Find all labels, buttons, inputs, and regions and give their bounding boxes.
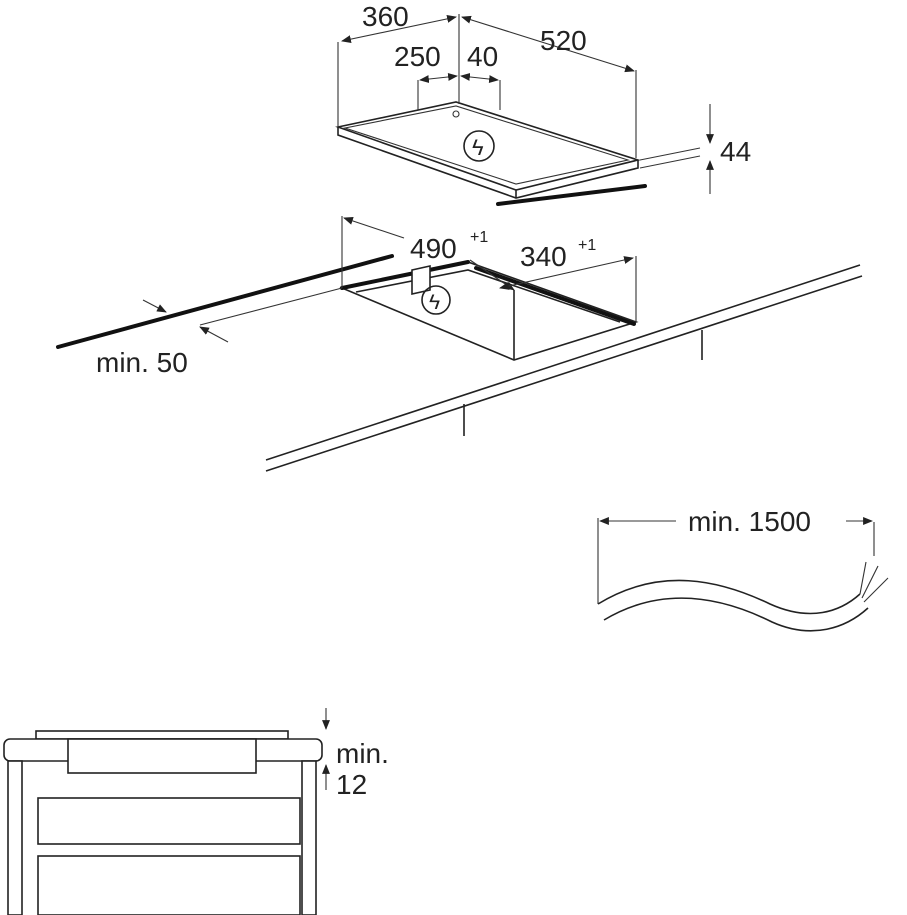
cutout-width-tolerance: +1 [470, 229, 488, 246]
cutout-back-edge [340, 260, 470, 290]
worktop-back-edge [56, 254, 394, 349]
side-cabinet-left [7, 760, 23, 915]
hob-drawing: ϟ [335, 101, 647, 206]
hob-glass-edge [342, 105, 631, 185]
hob-top-surface [335, 101, 641, 191]
hob-dimensions: 360 520 250 40 44 [337, 1, 751, 194]
depth-dim-line [341, 14, 457, 44]
hob-depth-label: 360 [362, 1, 409, 32]
cutout-power-symbol-circle [421, 285, 451, 315]
cutout-inner-edge [355, 269, 621, 323]
cutout-dimensions: 490 +1 340 +1 min. 50 [96, 216, 637, 378]
hob-power-symbol-circle [463, 130, 495, 162]
connector-dim-line [460, 73, 499, 83]
front-clearance-arrow-back [142, 299, 167, 313]
height-ext-top [639, 147, 701, 161]
cutout-connector-box [411, 265, 431, 295]
hob-height-label: 44 [720, 136, 751, 167]
side-hob-glass [35, 730, 289, 740]
connector-point [452, 110, 460, 118]
cutout-power-symbol: ϟ [429, 291, 440, 314]
hob-offset-label: 250 [394, 41, 441, 72]
side-drawer-2 [37, 855, 301, 915]
side-hob-body [67, 738, 257, 774]
worktop-front-top [265, 264, 861, 461]
height-ext-bottom [639, 155, 701, 169]
width-dim-line [461, 15, 635, 73]
cable-wire-3 [863, 577, 889, 603]
side-clearance-label-line2: 12 [336, 769, 367, 800]
hob-width-label: 520 [540, 25, 587, 56]
cable-lower-line [603, 597, 869, 632]
hob-base-edge [496, 184, 647, 206]
cable-length-label: min. 1500 [688, 506, 811, 537]
front-clearance-label: min. 50 [96, 347, 188, 378]
cutout-width-dim-left [343, 217, 405, 239]
side-clearance-label-line1: min. [336, 738, 389, 769]
hob-power-symbol: ϟ [472, 135, 484, 160]
cable-drawing: min. 1500 [597, 506, 889, 632]
cable-wire-1 [859, 561, 867, 595]
hob-connector-label: 40 [467, 41, 498, 72]
worktop-front-bottom [265, 275, 863, 472]
cable-wire-2 [861, 565, 879, 599]
cutout-width-label: 490 [410, 233, 457, 264]
side-cabinet-right [301, 760, 317, 915]
cutout-depth-tolerance: +1 [578, 237, 596, 254]
cutout-depth-label: 340 [520, 241, 567, 272]
front-clearance-ext [199, 287, 343, 326]
side-drawer-1 [37, 797, 301, 845]
cutout-depth-dim-line [499, 256, 634, 290]
front-clearance-arrow-front [199, 326, 229, 343]
cable-upper-line [597, 579, 861, 615]
side-view-drawing: min. 12 [3, 708, 389, 915]
offset-dim-line [419, 73, 458, 83]
